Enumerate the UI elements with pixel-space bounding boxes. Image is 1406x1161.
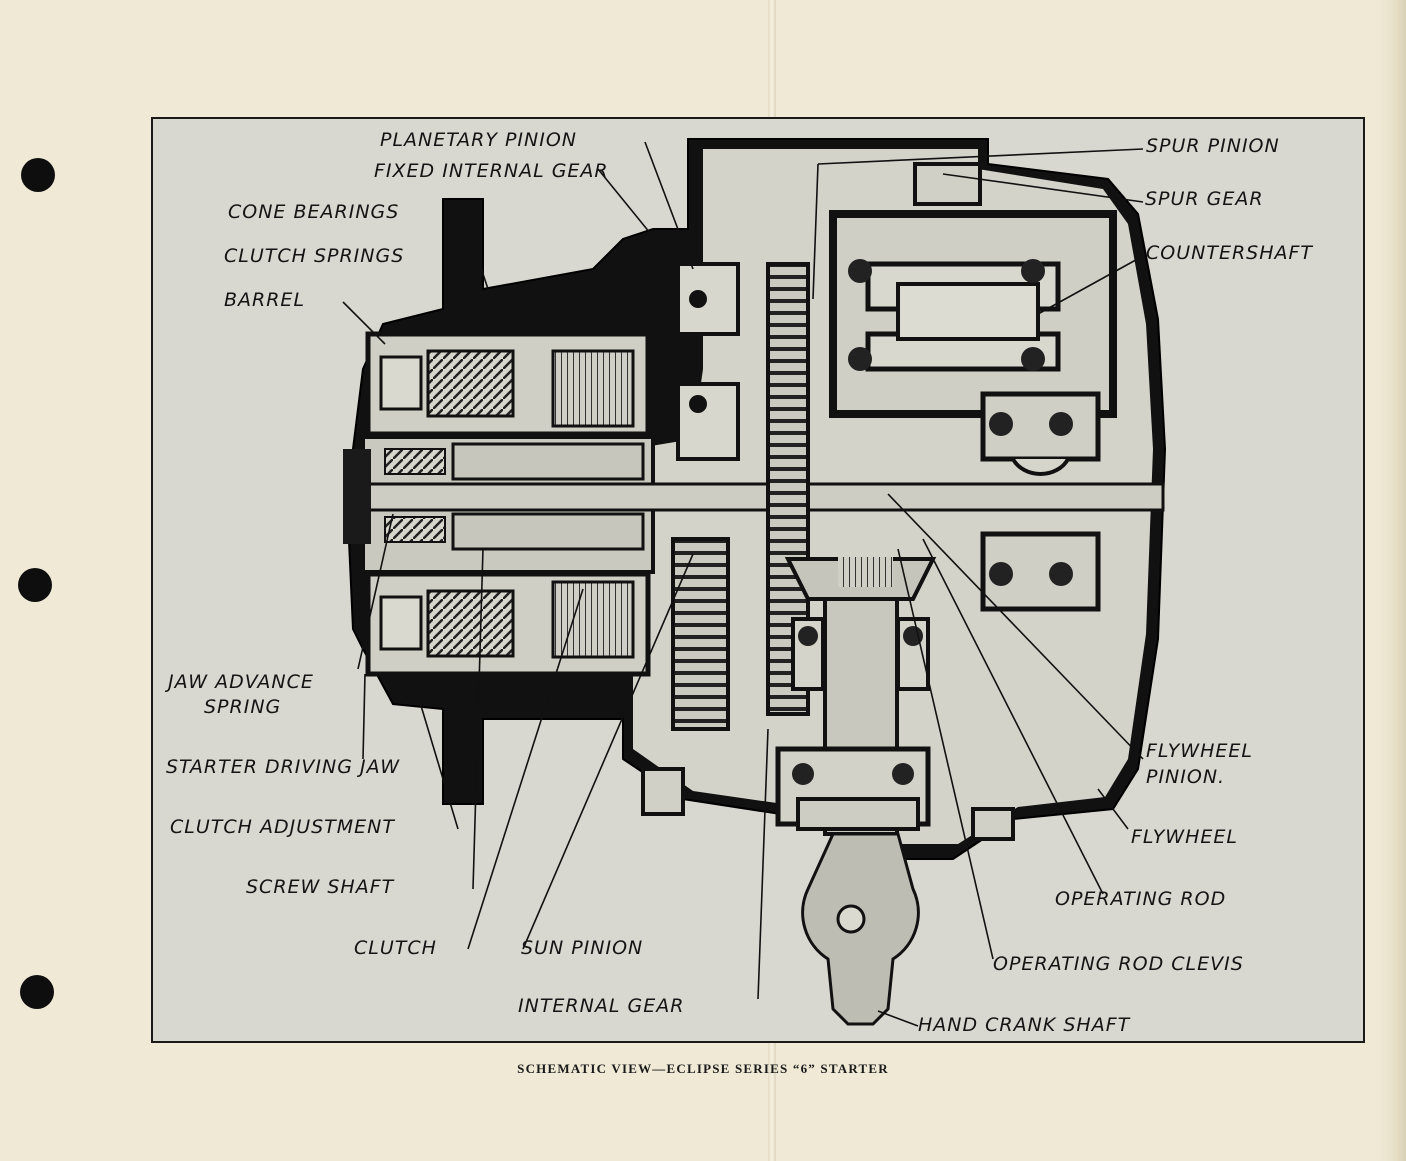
leader-lines <box>342 141 1144 1027</box>
figure-caption: SCHEMATIC VIEW—ECLIPSE SERIES “6” STARTE… <box>517 1061 889 1076</box>
label-clutch-adjustment: CLUTCH ADJUSTMENT <box>170 816 395 838</box>
label-flywheel-pinion: FLYWHEEL <box>1146 740 1253 762</box>
label-hand-crank-shaft: HAND CRANK SHAFT <box>918 1014 1131 1036</box>
label-operating-rod: OPERATING ROD <box>1055 888 1227 910</box>
label-flywheel-pinion-line2: PINION. <box>1146 766 1226 788</box>
label-jaw-advance: JAW ADVANCE <box>168 671 314 693</box>
label-jaw-advance-spring: SPRING <box>204 696 282 718</box>
label-operating-rod-clevis: OPERATING ROD CLEVIS <box>993 953 1244 975</box>
label-flywheel: FLYWHEEL <box>1131 826 1238 848</box>
label-barrel: BARREL <box>224 289 306 311</box>
label-spur-gear: SPUR GEAR <box>1145 188 1264 210</box>
label-sun-pinion: SUN PINION <box>521 937 644 959</box>
label-planetary-pinion: PLANETARY PINION <box>380 129 578 151</box>
label-fixed-internal-gear: FIXED INTERNAL GEAR <box>374 160 609 182</box>
label-screw-shaft: SCREW SHAFT <box>246 876 395 898</box>
label-countershaft: COUNTERSHAFT <box>1146 242 1314 264</box>
label-cone-bearings: CONE BEARINGS <box>228 201 400 223</box>
label-starter-driving-jaw: STARTER DRIVING JAW <box>166 756 401 778</box>
label-internal-gear: INTERNAL GEAR <box>518 995 685 1017</box>
label-clutch-springs: CLUTCH SPRINGS <box>224 245 405 267</box>
binder-hole-top <box>21 158 55 192</box>
binder-hole-bottom <box>20 975 54 1009</box>
binder-hole-middle <box>18 568 52 602</box>
page-edge-shadow <box>1376 0 1406 1161</box>
schematic-figure <box>151 117 1365 1043</box>
label-clutch: CLUTCH <box>354 937 437 959</box>
label-spur-pinion: SPUR PINION <box>1146 135 1280 157</box>
starter-cross-section <box>342 138 1167 1027</box>
